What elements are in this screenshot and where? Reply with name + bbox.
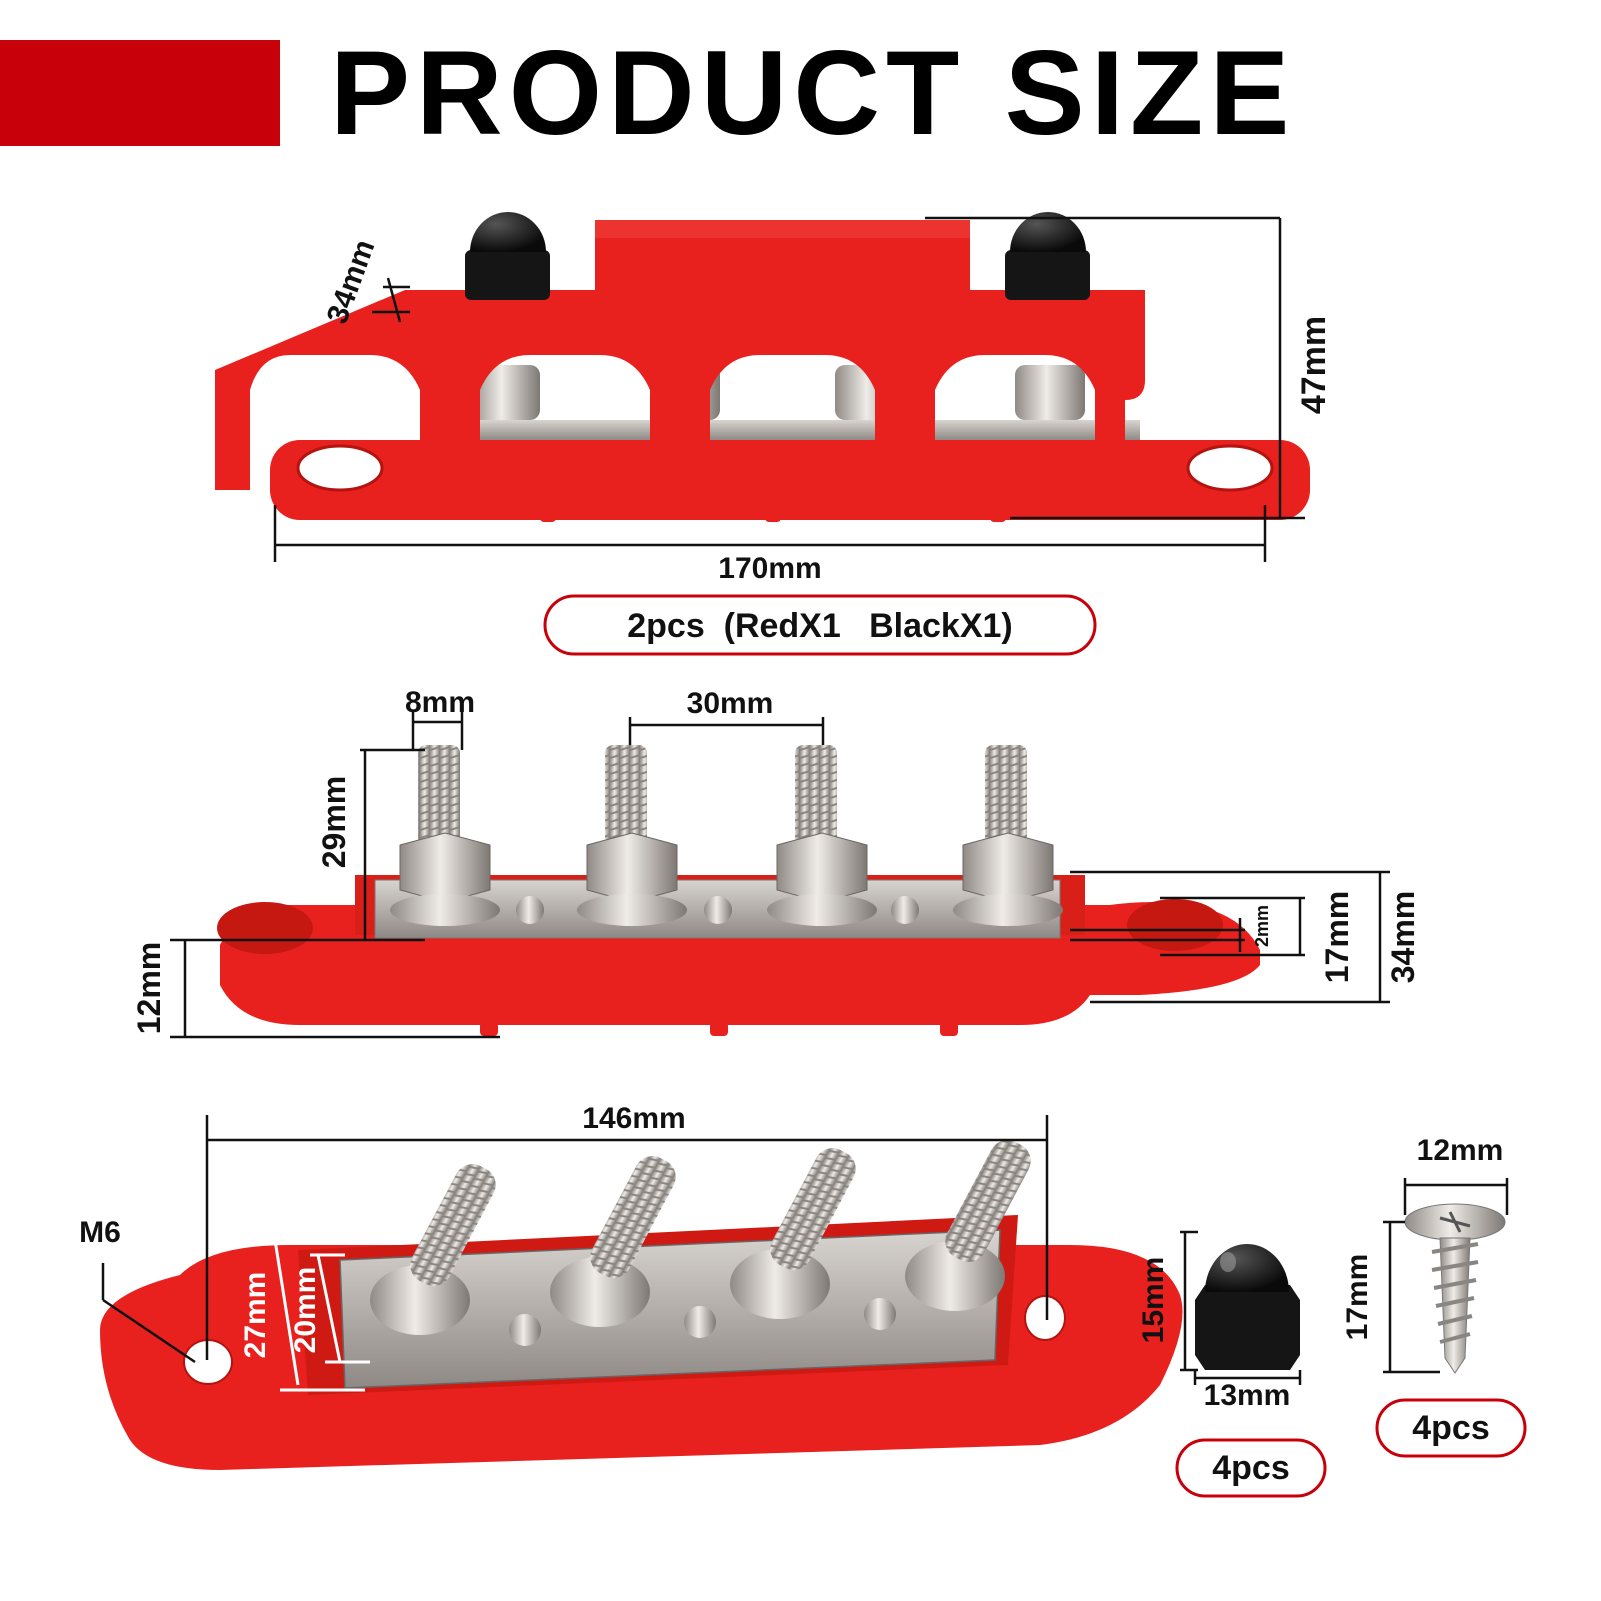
- nut-quantity-label: 4pcs: [1212, 1449, 1290, 1487]
- cap-nut-icon: [1195, 1244, 1300, 1370]
- base-plate: [270, 440, 1310, 520]
- nut-item: 15mm 13mm 4pcs: [1137, 1230, 1327, 1498]
- side-studs: [390, 745, 1063, 926]
- mount-length-label: 146mm: [582, 1102, 685, 1135]
- inner-width-label: 20mm: [289, 1267, 322, 1354]
- stud-height-label: 29mm: [316, 776, 352, 869]
- top-view: 146mm M6 27mm 20mm: [79, 1102, 1183, 1470]
- top-studs: [370, 1140, 1031, 1346]
- side-hole-right: [1127, 899, 1223, 951]
- top-hole-right: [1024, 1295, 1066, 1341]
- header-accent-bar: [0, 40, 280, 146]
- outer-width-label: 27mm: [239, 1272, 272, 1359]
- studs-front: [470, 365, 1085, 420]
- inner-height-label: 17mm: [1319, 891, 1355, 984]
- screw-length-label: 17mm: [1341, 1254, 1374, 1341]
- side-hole-left: [217, 902, 313, 954]
- screw-item: 12mm 17mm 4pcs: [1341, 1134, 1527, 1458]
- side-view: 8mm 30mm 29mm 12mm 2mm 17mm 34mm: [131, 686, 1421, 1039]
- base-height-label: 12mm: [131, 942, 167, 1035]
- length-label: 170mm: [718, 552, 821, 585]
- nut-height-label: 15mm: [1137, 1257, 1170, 1344]
- nut-width-label: 13mm: [1204, 1379, 1291, 1412]
- screw-head-label: 12mm: [1417, 1134, 1504, 1167]
- mount-hole-right: [1186, 444, 1274, 492]
- total-height-label: 34mm: [1385, 891, 1421, 984]
- busbar: [440, 420, 1140, 440]
- screw-icon: [1404, 1203, 1506, 1374]
- stud-spacing-label: 30mm: [687, 687, 774, 720]
- screw-quantity-pill: [1375, 1398, 1527, 1458]
- screw-quantity-label: 4pcs: [1412, 1409, 1490, 1447]
- cap-right-icon: [1005, 212, 1090, 300]
- plate-thickness-label: 2mm: [1252, 905, 1272, 947]
- height-label: 47mm: [1295, 316, 1333, 414]
- cap-left-icon: [465, 212, 550, 300]
- front-view: 47mm 34mm 170mm 2pcs (RedX1 BlackX1): [215, 212, 1333, 656]
- quantity-pill: [543, 594, 1097, 656]
- hole-label: M6: [79, 1216, 121, 1249]
- stud-diameter-label: 8mm: [405, 686, 475, 719]
- page-title: PRODUCT SIZE: [330, 26, 1296, 160]
- nut-quantity-pill: [1175, 1438, 1327, 1498]
- quantity-label: 2pcs (RedX1 BlackX1): [627, 607, 1013, 645]
- mount-hole-left: [296, 444, 384, 492]
- cover: [215, 220, 1145, 490]
